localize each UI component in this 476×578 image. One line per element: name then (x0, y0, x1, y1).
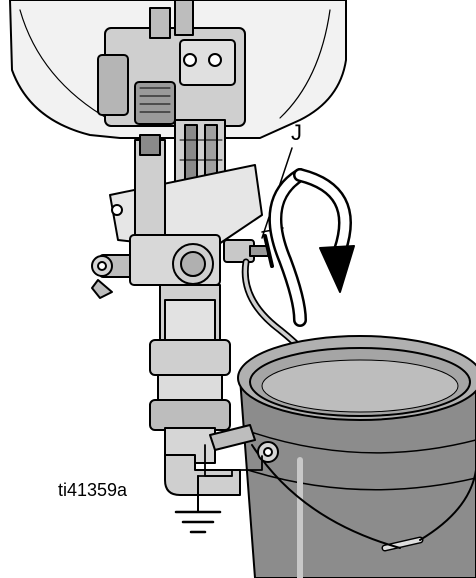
control-block (97, 0, 246, 127)
ground-wire (204, 444, 263, 477)
callout-label-j: J (291, 120, 302, 145)
ground-clamp (209, 424, 256, 451)
rotation-arrow-icon (268, 168, 355, 327)
intake-elbow (164, 454, 241, 496)
ground-symbol-icon (174, 475, 222, 534)
pail (237, 335, 476, 578)
figure-id: ti41359a (58, 480, 128, 500)
drain-valve (223, 227, 284, 268)
